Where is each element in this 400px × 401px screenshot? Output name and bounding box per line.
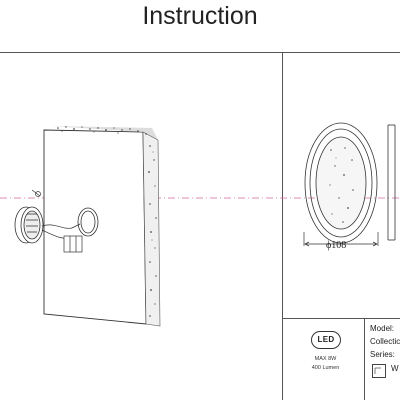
mounting-ring: [77, 207, 99, 237]
side-view: [387, 124, 396, 241]
collection-label: Collectic: [370, 337, 400, 346]
panel-divider-spec: [364, 318, 365, 400]
drawing-sheet: [0, 52, 400, 401]
diameter-label: ϕ108: [326, 240, 347, 251]
wash-label: W: [391, 364, 399, 373]
terminal-block: [63, 235, 83, 253]
title-block-top-line: [282, 318, 400, 319]
series-label: Series:: [370, 350, 395, 359]
wall-panel: [43, 126, 161, 327]
front-view-texture: [329, 147, 354, 223]
light-fixture: [14, 206, 44, 244]
screw: [31, 189, 41, 197]
led-logo: LED: [311, 331, 341, 349]
wall-texture: [57, 126, 157, 317]
power-rating: MAX 8W: [314, 356, 337, 362]
model-label: Model:: [370, 324, 395, 333]
panel-divider-left: [282, 53, 283, 400]
led-info-block: LED MAX 8W 400 Lumen: [287, 321, 364, 400]
front-view: [304, 122, 378, 244]
diameter-dimension: [303, 232, 379, 247]
lumen-rating: 400 Lumen: [311, 365, 340, 371]
wash-symbol-icon: [372, 364, 386, 378]
page-title: Instruction: [142, 2, 258, 30]
